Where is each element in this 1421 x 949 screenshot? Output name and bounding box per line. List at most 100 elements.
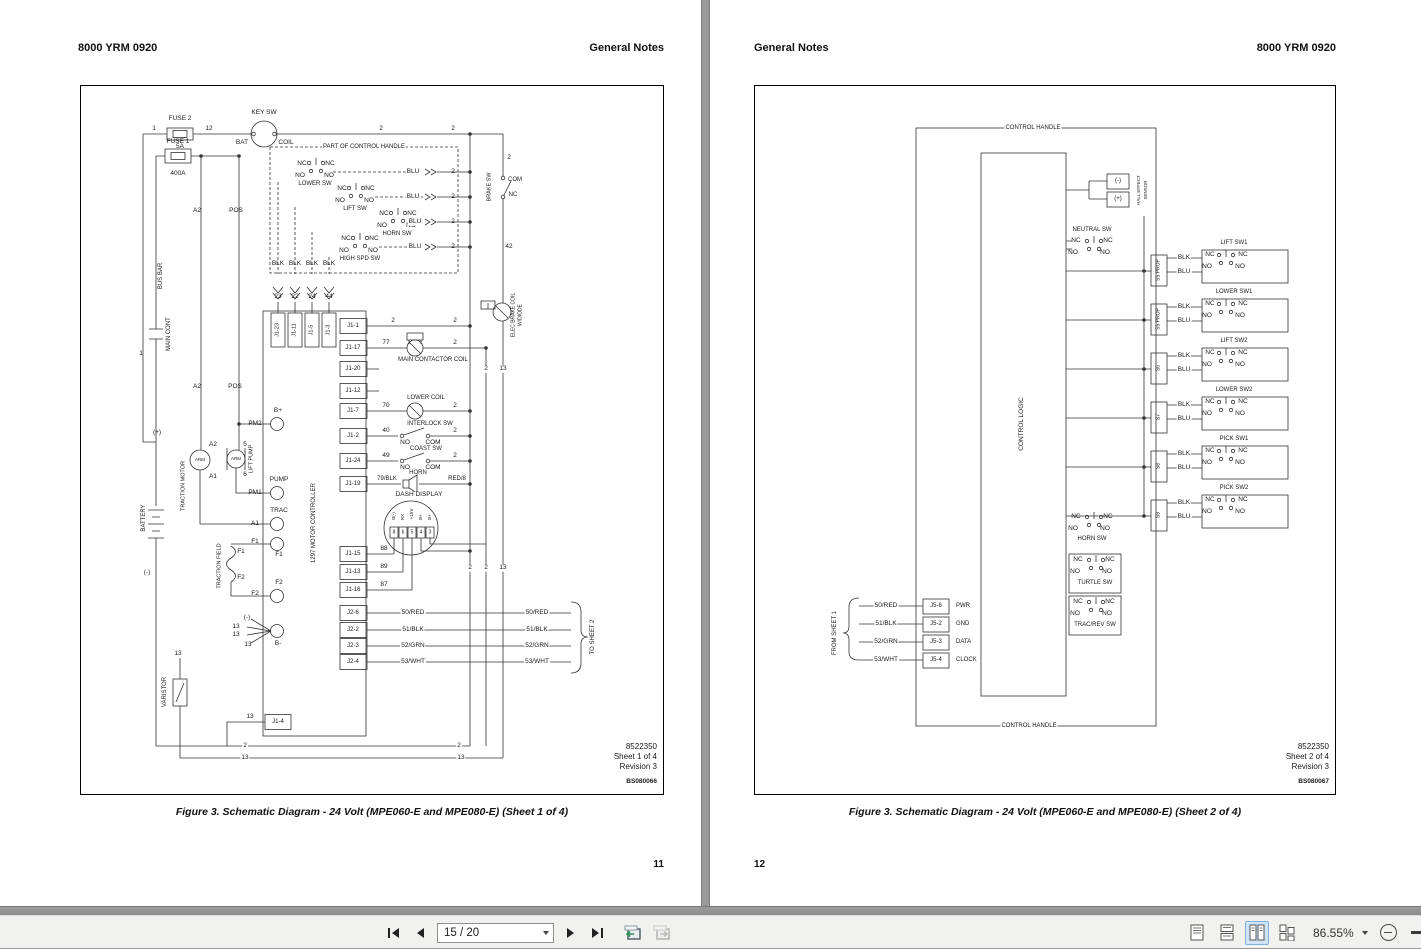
schematic-label: POS xyxy=(229,206,243,214)
schematic-label: LIFT PUMP xyxy=(248,444,255,474)
schematic-label: 53/WHT xyxy=(873,655,899,664)
two-column-view-icon[interactable] xyxy=(1275,921,1299,945)
schematic-label: NO xyxy=(1070,609,1080,617)
first-page-button[interactable] xyxy=(383,923,403,943)
schematic-label: COM xyxy=(425,438,441,446)
zoom-level-value[interactable]: 86.55% xyxy=(1313,925,1354,940)
zoom-dropdown-caret-icon[interactable] xyxy=(1361,930,1368,935)
schematic-label: J2-4 xyxy=(347,659,359,665)
page-number-combobox[interactable]: 15 / 20 xyxy=(437,922,554,943)
schematic-label: NO xyxy=(1100,248,1110,256)
schematic-label: RED/8 xyxy=(448,476,466,482)
schematic-label: BLU xyxy=(407,242,423,251)
schematic-label: BLK xyxy=(1176,302,1192,311)
schematic-label: NO xyxy=(1202,507,1212,515)
schematic-label: 23 xyxy=(274,292,282,300)
schematic-label: 5 xyxy=(410,529,414,536)
schematic-label: 50/RED xyxy=(524,608,550,617)
schematic-label: BLU xyxy=(1176,365,1192,374)
next-page-button[interactable] xyxy=(561,923,581,943)
horizontal-scrollbar[interactable] xyxy=(0,906,1421,915)
schematic-label: 2 xyxy=(453,451,457,459)
schematic-label: KEY SW xyxy=(251,108,277,116)
schematic-label: 2 xyxy=(453,401,457,409)
schematic-label: NC xyxy=(379,209,389,217)
schematic-label: 22 xyxy=(291,292,299,300)
schematic-label: A2 xyxy=(193,206,201,214)
schematic-label: 42 xyxy=(505,242,513,250)
last-page-button[interactable] xyxy=(588,923,608,943)
schematic-label: NC xyxy=(1105,597,1115,605)
viewer-statusbar: 15 / 20 xyxy=(0,915,1421,948)
schematic-label: BATTERY xyxy=(141,504,147,532)
schematic-label: NO xyxy=(1070,567,1080,575)
schematic-label: 50/RED xyxy=(400,608,426,617)
schematic-label: BUS BAR xyxy=(158,262,164,290)
schematic-label: TRACTION FIELD xyxy=(216,543,223,589)
chevron-down-icon[interactable] xyxy=(538,924,553,942)
schematic-label: J1-3 xyxy=(325,324,332,336)
document-area: 8000 YRM 0920 General Notes xyxy=(0,0,1421,907)
schematic-label: 53/WHT xyxy=(524,657,550,666)
single-page-view-icon[interactable] xyxy=(1185,921,1209,945)
schematic-label: A1 xyxy=(209,472,217,480)
schematic-label: NC xyxy=(407,209,417,217)
schematic-label: BLK xyxy=(1176,498,1192,507)
schematic-label: FROM SHEET 1 xyxy=(832,610,838,656)
schematic-label: 13 xyxy=(498,364,508,373)
schematic-label: 51/BLK xyxy=(874,619,898,628)
schematic-label: (-) xyxy=(243,613,251,621)
schematic-label: 13 xyxy=(498,563,508,572)
schematic-label: PUMP xyxy=(269,475,289,483)
schematic-label: NC xyxy=(297,159,307,167)
schematic-label: 8522350 xyxy=(1297,742,1329,751)
zoom-out-button[interactable] xyxy=(1379,924,1397,941)
schematic-label: J1-20 xyxy=(345,366,361,372)
schematic-label: HALL EFFECT xyxy=(1135,175,1141,205)
two-page-view-icon[interactable] xyxy=(1245,920,1269,945)
schematic-label: NO xyxy=(1202,360,1212,368)
schematic-label: NO xyxy=(1202,458,1212,466)
schematic-label: B- xyxy=(274,639,282,647)
schematic-label: PICK SW1 xyxy=(1219,436,1249,442)
schematic-label: J1-1 xyxy=(347,323,359,329)
schematic-label: NO xyxy=(400,438,410,446)
schematic-label: BS080066 xyxy=(626,777,657,785)
schematic-label: HORN xyxy=(409,470,427,476)
zoom-slider[interactable] xyxy=(1410,931,1421,934)
one-column-view-icon[interactable] xyxy=(1215,921,1239,945)
schematic-label: (+) xyxy=(1114,196,1122,202)
schematic-label: 44 xyxy=(325,292,333,300)
schematic-label: CONTROL HANDLE xyxy=(1004,125,1062,131)
schematic-label: J5-4 xyxy=(930,657,942,663)
schematic-label: J1-2 xyxy=(347,433,359,439)
next-view-icon[interactable] xyxy=(650,923,672,943)
schematic-label: BLU xyxy=(1176,316,1192,325)
schematic-label: FUSE 1 xyxy=(166,137,190,145)
schematic-label: J2-3 xyxy=(347,643,359,649)
schematic-label: B(-) xyxy=(390,512,396,520)
schematic-label: 13 xyxy=(240,753,250,762)
previous-page-button[interactable] xyxy=(410,923,430,943)
schematic-label: BLK xyxy=(322,259,336,267)
schematic-label: TRAC/REV SW xyxy=(1074,622,1116,628)
schematic-label: 4 xyxy=(419,529,423,536)
figure-caption: Figure 3. Schematic Diagram - 24 Volt (M… xyxy=(175,806,569,818)
schematic-line-art xyxy=(142,120,589,759)
schematic-label: NO xyxy=(1068,524,1078,532)
schematic-label: LIFT SW xyxy=(343,206,367,212)
schematic-label: BLU xyxy=(1176,267,1192,276)
schematic-label: J1-23 xyxy=(274,323,281,337)
schematic-label: NC xyxy=(1238,250,1248,258)
schematic-label: J5-6 xyxy=(930,603,942,609)
schematic-label: 1297 MOTOR CONTROLLER xyxy=(311,483,317,563)
schematic-label: B+ xyxy=(426,514,432,520)
schematic-label: J1-15 xyxy=(345,551,361,557)
schematic-label: F1 xyxy=(237,547,245,555)
schematic-label: Revision 3 xyxy=(619,762,657,771)
previous-view-icon[interactable] xyxy=(621,923,643,943)
schematic-label: MAIN CONTACTOR COIL xyxy=(398,357,468,363)
view-and-zoom-controls: 86.55% xyxy=(1185,916,1421,949)
schematic-label: 51/BLK xyxy=(525,625,549,634)
